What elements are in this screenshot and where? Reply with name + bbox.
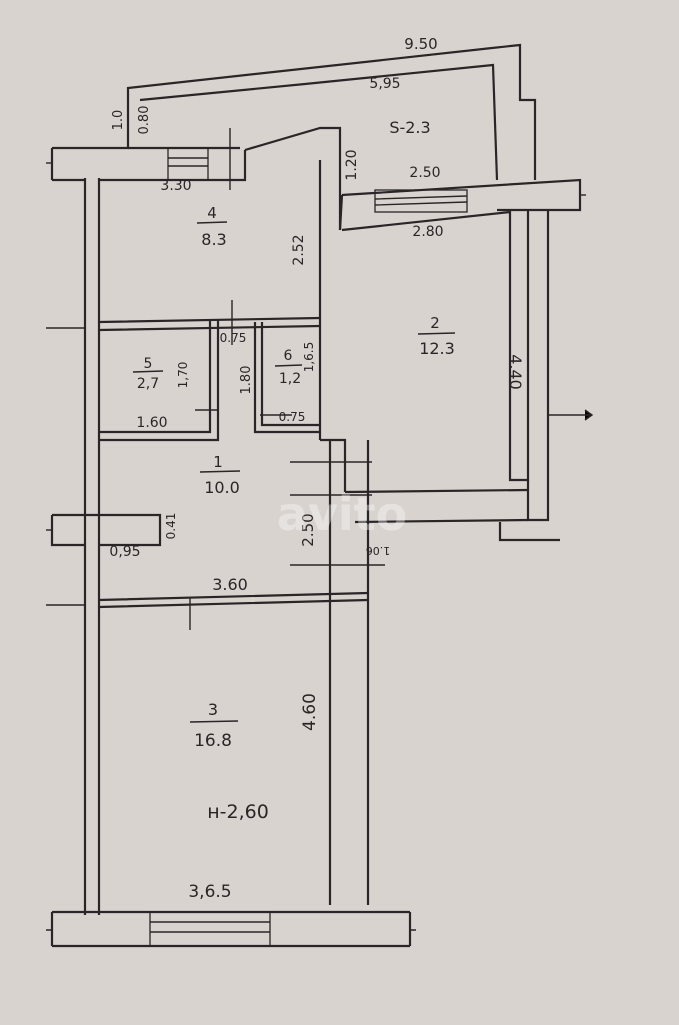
room-area: 2,7 (137, 376, 159, 392)
dim-room3-width-top: 3.60 (212, 575, 248, 594)
dim-1-20: 1.20 (344, 149, 360, 180)
dim-room4-depth: 2.52 (291, 234, 307, 265)
interior-partitions (46, 128, 385, 630)
room-1-label: 1 10.0 (199, 453, 241, 497)
dim-room3-depth: 4.60 (300, 693, 320, 731)
dim-1-80: 1.80 (239, 366, 254, 395)
dim-balcony-width: 5,95 (369, 76, 400, 92)
room-5-label: 5 2,7 (132, 356, 164, 392)
room-area: 1,2 (279, 371, 301, 387)
dim-room2-depth: 4.40 (506, 354, 525, 390)
dim-room3-width-bottom: 3,6.5 (188, 882, 231, 902)
exterior-walls (46, 43, 594, 948)
room-2-label: 2 12.3 (417, 314, 456, 358)
watermark: avito (277, 487, 407, 541)
dim-corridor-2-50: 2.50 (299, 513, 317, 546)
dim-room2-width: 2.80 (412, 224, 443, 240)
room-number: 4 (207, 204, 217, 222)
room-area: 12.3 (419, 339, 455, 358)
dimension-labels: 9.50 5,95 1.0 0.80 3.30 1.20 2.50 2.80 2… (109, 35, 525, 902)
room-area: 10.0 (204, 478, 240, 497)
room-number: 1 (213, 453, 223, 471)
dim-room4-width: 3.30 (160, 178, 191, 194)
room-area: 16.8 (194, 731, 232, 751)
ceiling-height: н-2,60 (207, 801, 269, 823)
room-number: 3 (208, 700, 218, 719)
dim-2-50-top: 2.50 (409, 165, 440, 181)
room-6-label: 6 1,2 (274, 348, 303, 387)
room-number: 6 (284, 348, 293, 364)
room-area: 8.3 (201, 230, 226, 249)
room-number: 5 (144, 356, 153, 372)
windows (149, 147, 468, 947)
dim-1-65: 1,6.5 (302, 342, 316, 373)
dim-1-0: 1.0 (111, 110, 126, 131)
dim-0-75-bottom: 0.75 (279, 410, 306, 424)
dim-0-41: 0.41 (164, 513, 178, 540)
dim-room5-width: 1.60 (136, 415, 167, 431)
dim-overall-width: 9.50 (404, 35, 437, 53)
dim-0-75-top: 0.75 (220, 331, 247, 345)
dim-0-95: 0,95 (109, 544, 140, 560)
room-3-label: 3 16.8 (189, 700, 239, 751)
balcony-area: S-2.3 (389, 118, 430, 137)
room-4-label: 4 8.3 (196, 204, 228, 249)
dim-0-80: 0.80 (137, 106, 152, 135)
room-number: 2 (430, 314, 440, 332)
dim-1-70: 1,70 (176, 362, 190, 389)
dim-1-06: 1.06 (366, 544, 391, 557)
